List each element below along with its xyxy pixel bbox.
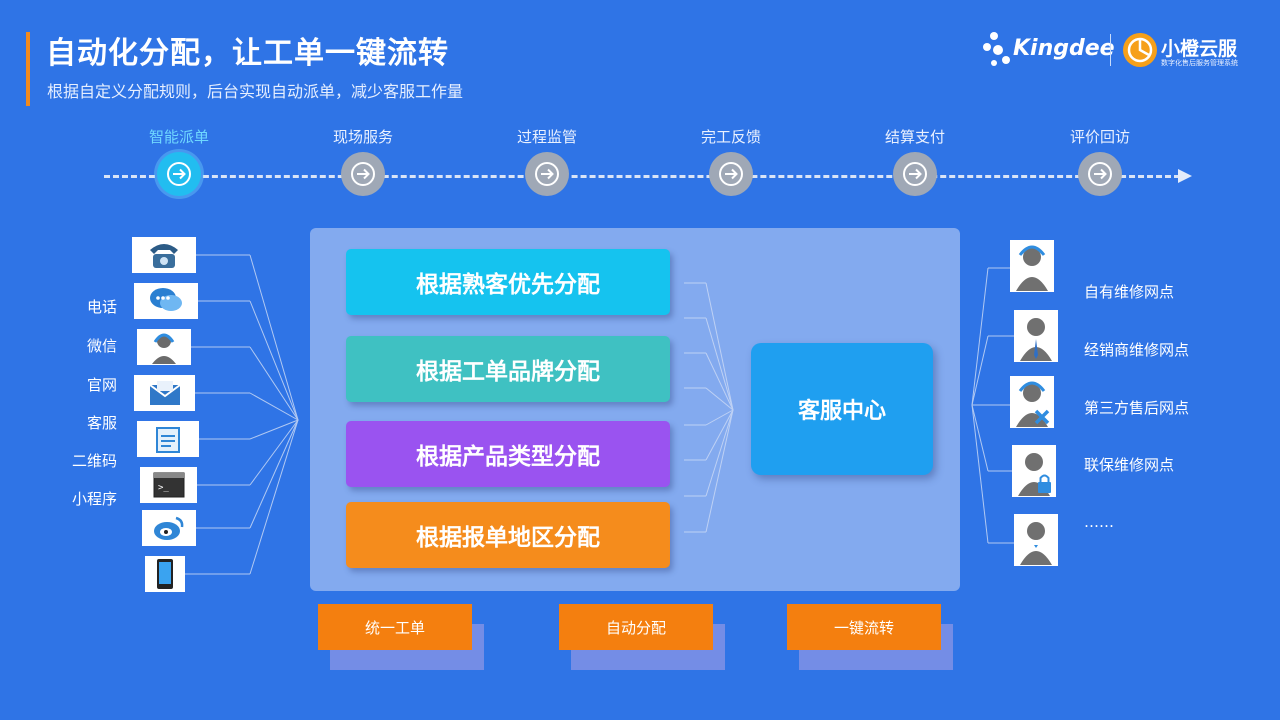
arrow-circle-icon [1078, 152, 1122, 196]
logo-divider [1110, 34, 1111, 66]
timeline-step: 评价回访 [1030, 126, 1170, 196]
arrow-circle-icon [157, 152, 201, 196]
headset-agent-icon [1010, 240, 1054, 292]
timeline-step: 现场服务 [293, 126, 433, 196]
title-accent-bar [26, 32, 30, 106]
timeline-step: 过程监管 [477, 126, 617, 196]
timeline-step: 完工反馈 [661, 126, 801, 196]
channel-label: 客服 [86, 414, 117, 432]
channel-label: 微信 [86, 337, 117, 355]
kingdee-logo-icon [983, 32, 1010, 66]
terminal-icon: >_ [140, 467, 197, 503]
telephone-icon [132, 237, 196, 273]
notepad-icon [137, 421, 199, 457]
service-center-box: 客服中心 [751, 343, 933, 475]
arrow-circle-icon [341, 152, 385, 196]
timeline-step: 结算支付 [845, 126, 985, 196]
businessman-icon [1014, 310, 1058, 362]
svg-text:>_: >_ [158, 483, 169, 493]
feature-tag: 一键流转 [787, 604, 941, 650]
outlet-label: 自有维修网点 [1084, 283, 1175, 301]
user-icon [1014, 514, 1058, 566]
xiaocheng-logo-subtitle: 数字化售后服务管理系统 [1161, 59, 1238, 67]
allocation-rule: 根据报单地区分配 [346, 502, 670, 568]
timeline-step: 智能派单 [109, 126, 249, 196]
feature-tag: 统一工单 [318, 604, 472, 650]
agent-icon [137, 329, 191, 365]
envelope-icon [134, 375, 195, 411]
arrow-circle-icon [893, 152, 937, 196]
weibo-icon [142, 510, 196, 546]
orange-logo-icon [1123, 33, 1157, 67]
timeline-step-label: 完工反馈 [700, 128, 761, 146]
arrow-circle-icon [525, 152, 569, 196]
xiaocheng-logo-text: 小橙云服 [1161, 38, 1238, 60]
chat-bubble-icon [134, 283, 198, 319]
timeline-step-label: 结算支付 [884, 128, 945, 146]
technician-icon [1010, 376, 1054, 428]
outlet-label: 联保维修网点 [1084, 456, 1175, 474]
channel-label: 小程序 [71, 490, 117, 508]
timeline-arrowhead [1178, 169, 1192, 183]
timeline-step-label: 评价回访 [1069, 128, 1130, 146]
allocation-rule: 根据熟客优先分配 [346, 249, 670, 315]
mobile-phone-icon [145, 556, 185, 592]
channel-label: 官网 [86, 376, 117, 394]
timeline-dashed-line [104, 175, 1180, 178]
feature-tag: 自动分配 [559, 604, 713, 650]
outlet-label: …… [1084, 513, 1114, 531]
allocation-rule: 根据工单品牌分配 [346, 336, 670, 402]
page-title: 自动化分配，让工单一键流转 [46, 36, 449, 71]
channel-label: 二维码 [71, 452, 117, 470]
outlet-label: 第三方售后网点 [1084, 399, 1190, 417]
timeline-step-label: 现场服务 [332, 128, 393, 146]
timeline-step-label: 过程监管 [516, 128, 577, 146]
allocation-rule: 根据产品类型分配 [346, 421, 670, 487]
page-subtitle: 根据自定义分配规则，后台实现自动派单，减少客服工作量 [47, 82, 464, 101]
kingdee-logo-text: Kingdee [1013, 36, 1115, 61]
locked-user-icon [1012, 445, 1056, 497]
arrow-circle-icon [709, 152, 753, 196]
timeline-step-label: 智能派单 [148, 128, 209, 146]
outlet-label: 经销商维修网点 [1084, 341, 1190, 359]
channel-label: 电话 [86, 298, 117, 316]
